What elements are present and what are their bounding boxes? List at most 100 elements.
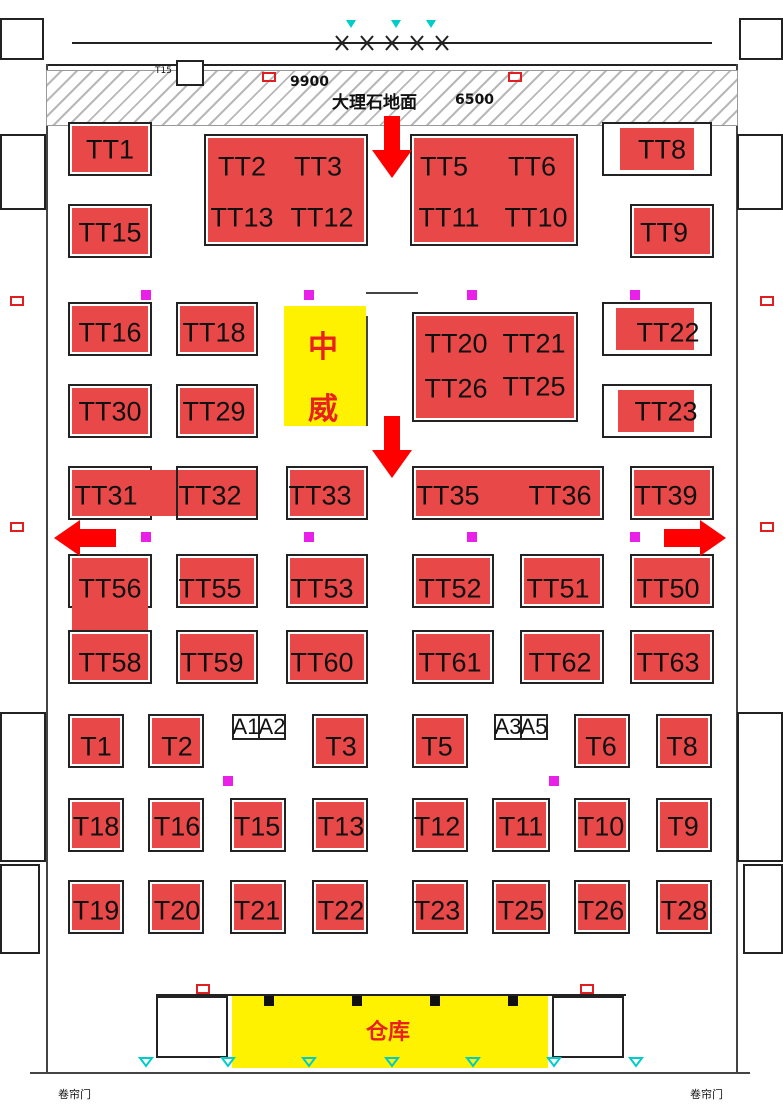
- booth-fill: [72, 388, 148, 434]
- booth-fill: [496, 802, 546, 848]
- stair-right: [552, 996, 624, 1058]
- booth-fill: [524, 558, 600, 604]
- booth-label[interactable]: TT56: [78, 573, 142, 604]
- booth-fill: [180, 388, 254, 434]
- booth-fill: [660, 802, 708, 848]
- zhongwei-char-2: 威: [308, 392, 338, 427]
- booth-fill: [634, 558, 710, 604]
- booth-fill: [618, 390, 694, 432]
- booth-label[interactable]: T18: [72, 811, 120, 842]
- booth-label[interactable]: TT36: [528, 480, 592, 511]
- booth-label[interactable]: TT16: [78, 317, 142, 348]
- booth-label[interactable]: TT1: [85, 134, 135, 165]
- booth-label[interactable]: A5: [520, 714, 548, 739]
- booth-label[interactable]: T5: [421, 731, 453, 762]
- marker-icon: [223, 776, 233, 786]
- booth-label[interactable]: T2: [161, 731, 193, 762]
- booth-label[interactable]: TT5: [419, 151, 469, 182]
- booth-label[interactable]: TT13: [210, 202, 274, 233]
- booth-fill: [620, 128, 694, 170]
- booth-label[interactable]: TT18: [182, 317, 246, 348]
- booth-label[interactable]: TT2: [217, 151, 267, 182]
- zhongwei-zone: [284, 306, 366, 426]
- booth-label[interactable]: T8: [666, 731, 698, 762]
- booth-fill: [578, 802, 626, 848]
- dimension-line: [366, 292, 418, 294]
- right-room-1: [737, 134, 783, 210]
- booth-label[interactable]: T3: [325, 731, 357, 762]
- booth-label[interactable]: TT39: [634, 480, 698, 511]
- warehouse-top-edge: [156, 994, 626, 996]
- left-room-2: [0, 712, 46, 862]
- booth-label[interactable]: TT12: [290, 202, 354, 233]
- booth-label[interactable]: T28: [660, 895, 708, 926]
- booth-fill: [578, 884, 626, 930]
- booth-label[interactable]: TT61: [418, 647, 482, 678]
- booth-label[interactable]: A3: [494, 714, 522, 739]
- booth-fill: [634, 634, 710, 680]
- booth-fill: [416, 470, 600, 516]
- booth-label[interactable]: T9: [667, 811, 699, 842]
- booth-fill: [416, 718, 464, 764]
- booth-label[interactable]: T25: [497, 895, 545, 926]
- booth-label[interactable]: TT20: [424, 328, 488, 359]
- rolling-door-right-label: 卷帘门: [690, 1088, 723, 1101]
- booth-label[interactable]: T21: [233, 895, 281, 926]
- booth-label[interactable]: TT51: [526, 573, 590, 604]
- rolling-door-left-label: 卷帘门: [58, 1088, 91, 1101]
- booth-label[interactable]: TT52: [418, 573, 482, 604]
- booth-label[interactable]: TT32: [178, 480, 242, 511]
- booth-label[interactable]: TT59: [180, 647, 244, 678]
- booth-label[interactable]: TT9: [639, 217, 689, 248]
- booth-outline: [520, 714, 548, 740]
- booth-fill: [72, 470, 256, 516]
- booth-label[interactable]: T26: [577, 895, 625, 926]
- booth-label[interactable]: TT35: [416, 480, 480, 511]
- booth-label[interactable]: TT22: [636, 317, 700, 348]
- booth-label[interactable]: TT23: [634, 396, 698, 427]
- booth-label[interactable]: T1: [80, 731, 112, 762]
- booth-label[interactable]: T16: [153, 811, 201, 842]
- booth-label[interactable]: TT3: [293, 151, 343, 182]
- booth-label[interactable]: TT63: [636, 647, 700, 678]
- booth-label[interactable]: T12: [413, 811, 461, 842]
- booth-label[interactable]: TT30: [78, 396, 142, 427]
- booth-label[interactable]: T15: [233, 811, 281, 842]
- booth-label[interactable]: T13: [317, 811, 365, 842]
- booth-fill: [290, 470, 364, 516]
- booth-label[interactable]: TT33: [288, 480, 352, 511]
- booth-label[interactable]: TT31: [74, 480, 138, 511]
- booth-label[interactable]: TT50: [636, 573, 700, 604]
- booth-fill: [416, 634, 490, 680]
- booth-label[interactable]: TT10: [504, 202, 568, 233]
- booth-label[interactable]: TT25: [502, 371, 566, 402]
- booth-fill: [416, 316, 574, 418]
- booth-label[interactable]: TT60: [290, 647, 354, 678]
- booth-label[interactable]: A2: [258, 714, 286, 739]
- booth-fill: [316, 802, 364, 848]
- booth-label[interactable]: T11: [498, 811, 544, 842]
- booth-label[interactable]: TT6: [507, 151, 557, 182]
- booth-label[interactable]: T10: [577, 811, 625, 842]
- booth-label[interactable]: TT26: [424, 373, 488, 404]
- booth-label[interactable]: TT53: [290, 573, 354, 604]
- fire-marker-icon: [760, 296, 774, 306]
- booth-label[interactable]: TT62: [528, 647, 592, 678]
- booth-label[interactable]: TT21: [502, 328, 566, 359]
- booth-label[interactable]: A1: [232, 714, 260, 739]
- booth-label[interactable]: T19: [72, 895, 120, 926]
- booth-fill: [290, 634, 364, 680]
- booth-label[interactable]: T23: [413, 895, 461, 926]
- booth-label[interactable]: TT15: [78, 217, 142, 248]
- booth-label[interactable]: T6: [585, 731, 617, 762]
- marker-icon: [467, 532, 477, 542]
- booth-label[interactable]: T22: [317, 895, 365, 926]
- marker-icon: [304, 532, 314, 542]
- booth-label[interactable]: TT11: [418, 202, 480, 233]
- booth-label[interactable]: TT29: [182, 396, 246, 427]
- booth-label[interactable]: TT58: [78, 647, 142, 678]
- booth-label[interactable]: TT8: [637, 134, 687, 165]
- booth-label[interactable]: T20: [153, 895, 201, 926]
- arrow-left-icon: [54, 520, 116, 556]
- booth-label[interactable]: TT55: [178, 573, 242, 604]
